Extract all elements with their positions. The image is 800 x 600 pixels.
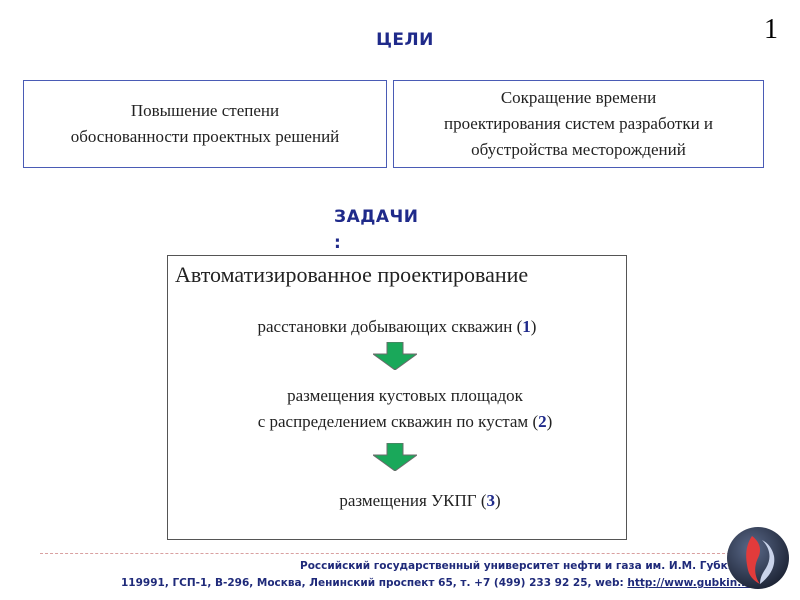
slide-number: 1: [764, 14, 778, 45]
tasks-title-colon: :: [334, 233, 342, 253]
goal-1-line-1: Повышение степени: [130, 101, 280, 120]
task-step-2-text: с распределением скважин по кустам: [257, 412, 529, 431]
task-step-3-text: размещения УКПГ: [339, 491, 477, 510]
footer-divider: [40, 553, 730, 554]
task-step-3: размещения УКПГ (3): [339, 491, 501, 510]
task-step-2: размещения кустовых площадок с распредел…: [257, 386, 553, 431]
task-step-1-number: 1: [522, 317, 531, 336]
down-arrow-icon: [373, 443, 417, 471]
footer-website-link[interactable]: http://www.gubkin.ru: [627, 577, 754, 589]
goal-2-line-2: проектирования систем разработки и: [443, 114, 714, 133]
goal-2-line-1: Сокращение времени: [500, 88, 657, 107]
tasks-box: [167, 255, 627, 540]
task-step-1: расстановки добывающих скважин (1): [257, 317, 537, 336]
task-step-2-number: 2: [538, 412, 547, 431]
task-step-2-line-1: размещения кустовых площадок: [287, 386, 523, 405]
tasks-title: ЗАДАЧИ :: [334, 204, 444, 256]
goal-2-line-3: обустройства месторождений: [471, 140, 686, 159]
goal-box-1: Повышение степени обоснованности проектн…: [23, 80, 387, 168]
footer-university-name: Российский государственный университет н…: [300, 560, 750, 572]
footer-address: 119991, ГСП-1, В-296, Москва, Ленинский …: [121, 577, 754, 589]
down-arrow-icon: [373, 342, 417, 370]
goals-title: ЦЕЛИ: [376, 30, 434, 50]
task-step-1-text: расстановки добывающих скважин: [257, 317, 513, 336]
gubkin-university-emblem-icon: [727, 527, 789, 589]
tasks-heading: Автоматизированное проектирование: [175, 262, 529, 287]
task-step-3-number: 3: [486, 491, 495, 510]
tasks-title-text: ЗАДАЧИ: [334, 207, 419, 227]
goal-1-line-2: обоснованности проектных решений: [70, 127, 340, 146]
footer-address-text: 119991, ГСП-1, В-296, Москва, Ленинский …: [121, 577, 624, 589]
goal-box-2: Сокращение времени проектирования систем…: [393, 80, 764, 168]
